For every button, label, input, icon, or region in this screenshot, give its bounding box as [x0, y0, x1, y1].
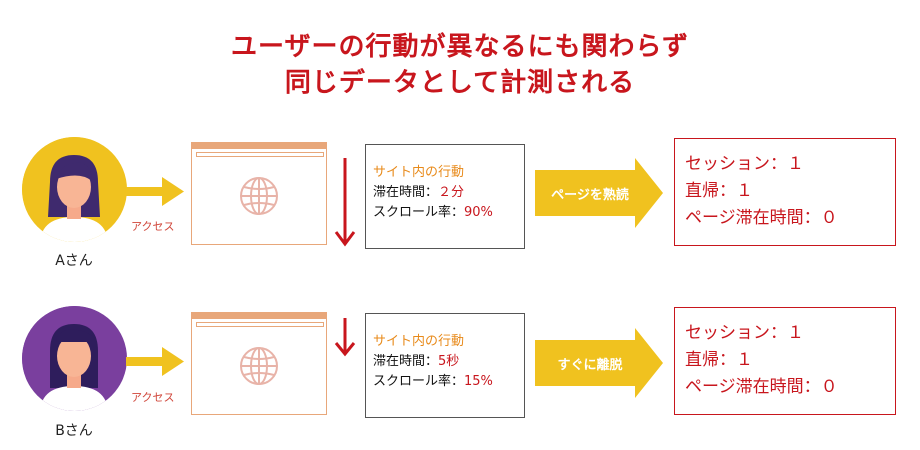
- result-time-on-page: ページ滞在時間：０: [685, 377, 838, 397]
- result-box-a: セッション：１ 直帰：１ ページ滞在時間：０: [674, 138, 896, 246]
- stay-value: 5秒: [438, 354, 460, 369]
- behavior-box-a: サイト内の行動 滞在時間：２分 スクロール率：90%: [365, 144, 525, 249]
- user-a-label: Aさん: [55, 253, 93, 269]
- result-sessions: セッション：１: [685, 154, 804, 174]
- scroll-value: 90%: [464, 205, 493, 220]
- user-b-avatar: [22, 306, 127, 411]
- result-sessions: セッション：１: [685, 323, 804, 343]
- title-line-1: ユーザーの行動が異なるにも関わらず: [231, 32, 689, 62]
- browser-window-a: [191, 142, 327, 245]
- action-label-b: すぐに離脱: [557, 358, 623, 373]
- action-label-a: ページを熟読: [551, 188, 629, 203]
- behavior-heading: サイト内の行動: [373, 165, 465, 180]
- globe-icon: [240, 177, 278, 215]
- chevron-arrow: [535, 328, 663, 398]
- scroll-value: 15%: [464, 374, 493, 389]
- access-label-a: アクセス: [131, 220, 175, 233]
- result-bounce: 直帰：１: [685, 181, 753, 201]
- globe-icon: [240, 347, 278, 385]
- user-b-label: Bさん: [55, 423, 93, 439]
- behavior-box-b: サイト内の行動 滞在時間：5秒 スクロール率：15%: [365, 313, 525, 418]
- scroll-label: スクロール率：: [373, 205, 465, 220]
- chevron-arrow: [535, 158, 663, 228]
- user-a-avatar: [22, 137, 127, 242]
- stay-label: 滞在時間：: [373, 185, 439, 200]
- stay-label: 滞在時間：: [373, 354, 439, 369]
- right-arrow-icon: [126, 177, 184, 206]
- browser-window-b: [191, 312, 327, 415]
- result-time-on-page: ページ滞在時間：０: [685, 208, 838, 228]
- result-bounce: 直帰：１: [685, 350, 753, 370]
- down-arrow-icon: [334, 158, 356, 247]
- title-line-2: 同じデータとして計測される: [284, 68, 636, 98]
- stay-value: ２分: [438, 185, 465, 200]
- access-label-b: アクセス: [131, 391, 175, 404]
- behavior-heading: サイト内の行動: [373, 334, 465, 349]
- result-box-b: セッション：１ 直帰：１ ページ滞在時間：０: [674, 307, 896, 415]
- right-arrow-icon: [126, 347, 184, 376]
- down-arrow-icon: [334, 318, 356, 357]
- scroll-label: スクロール率：: [373, 374, 465, 389]
